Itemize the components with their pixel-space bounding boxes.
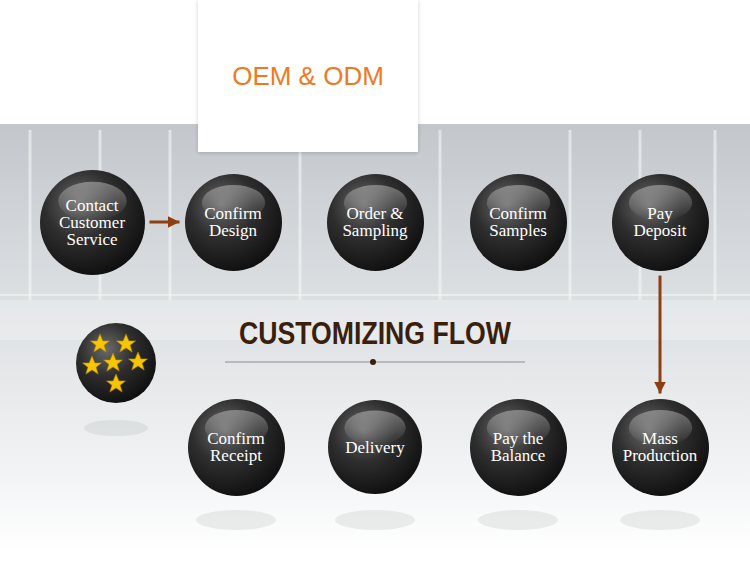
- step-circle: Order & Sampling: [326, 173, 425, 272]
- step-circle: Delivery: [327, 399, 423, 495]
- flow-arrow: [659, 276, 662, 394]
- step-label: Delivery: [345, 439, 404, 456]
- circle-fill: [327, 174, 424, 271]
- step-label: Contact Customer Service: [52, 197, 132, 248]
- step-label: Confirm Receipt: [196, 430, 276, 464]
- step-circle: Pay Deposit: [611, 173, 710, 272]
- circle-fill: [40, 170, 145, 275]
- step-circle: Pay the Balance: [469, 398, 568, 497]
- step-label: Pay Deposit: [620, 205, 700, 239]
- step-circle: Confirm Design: [184, 173, 283, 272]
- step-label: Confirm Design: [193, 205, 273, 239]
- circle-fill: [185, 174, 282, 271]
- circle-fill: [612, 399, 709, 496]
- stars-badge: [76, 323, 156, 403]
- circle-fill: [328, 400, 422, 494]
- flow-heading: CUSTOMIZING FLOW: [203, 316, 547, 352]
- circle-fill: [188, 399, 285, 496]
- circle-fill: [470, 399, 567, 496]
- flow-arrow: [150, 221, 180, 224]
- step-label: Mass Production: [620, 430, 700, 464]
- step-label: Order & Sampling: [335, 205, 415, 239]
- title-box: OEM & ODM: [198, 0, 418, 152]
- page-title: OEM & ODM: [232, 61, 384, 92]
- room-wall: [0, 124, 750, 554]
- window-panes: [0, 130, 750, 300]
- step-circle: Contact Customer Service: [39, 169, 146, 276]
- step-circle: Confirm Receipt: [187, 398, 286, 497]
- step-circle: Mass Production: [611, 398, 710, 497]
- circle-fill: [470, 174, 567, 271]
- circle-fill: [612, 174, 709, 271]
- step-label: Confirm Samples: [478, 205, 558, 239]
- title-underline: [225, 359, 525, 365]
- step-label: Pay the Balance: [478, 430, 558, 464]
- step-circle: Confirm Samples: [469, 173, 568, 272]
